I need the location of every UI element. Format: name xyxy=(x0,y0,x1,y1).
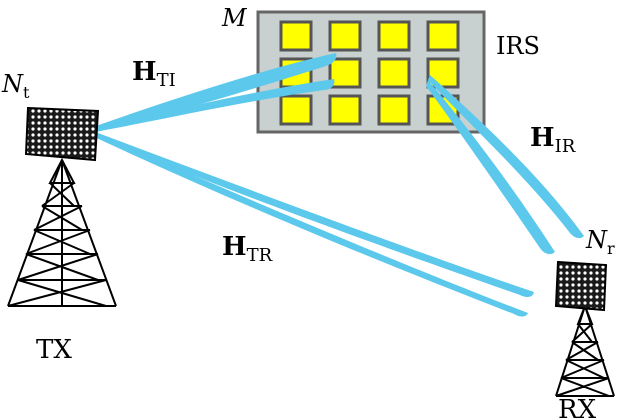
channel-label-h-ir: HIR xyxy=(530,123,576,157)
tx-tower xyxy=(7,157,117,307)
irs-element xyxy=(377,94,411,126)
irs-element xyxy=(328,94,362,126)
beam-ir-right xyxy=(428,75,584,239)
rx-tower-lattice xyxy=(555,303,610,397)
irs-element xyxy=(279,94,313,126)
irs-count-label: M xyxy=(221,4,248,32)
beam-ti-middle xyxy=(90,79,335,133)
rx-antenna-panel xyxy=(554,260,608,312)
irs-element xyxy=(328,57,362,89)
irs-element xyxy=(328,20,362,52)
irs-element xyxy=(377,57,411,89)
tx-label: TX xyxy=(36,335,72,365)
irs-element xyxy=(279,20,313,52)
beam-tr-lower xyxy=(90,131,528,317)
tx-antenna-panel xyxy=(24,106,100,162)
irs-label: IRS xyxy=(496,32,540,60)
channel-beams xyxy=(90,53,584,317)
rx-antenna-count-label: Nr xyxy=(585,226,615,258)
channel-label-h-tr: HTR xyxy=(222,232,273,266)
beam-ir-left xyxy=(426,80,555,255)
tx-antenna xyxy=(24,106,100,162)
tx-tower-lattice xyxy=(7,157,107,307)
rx-tower xyxy=(555,303,615,397)
channel-label-h-ti: HTI xyxy=(132,57,176,91)
rx-antenna xyxy=(554,260,608,312)
beam-tr-upper xyxy=(90,130,534,297)
tx-antenna-count-label: Nt xyxy=(1,70,30,102)
irs-element xyxy=(426,20,460,52)
rx-label: RX xyxy=(558,395,597,420)
irs-element xyxy=(377,20,411,52)
beam-ti-upper xyxy=(90,53,337,132)
